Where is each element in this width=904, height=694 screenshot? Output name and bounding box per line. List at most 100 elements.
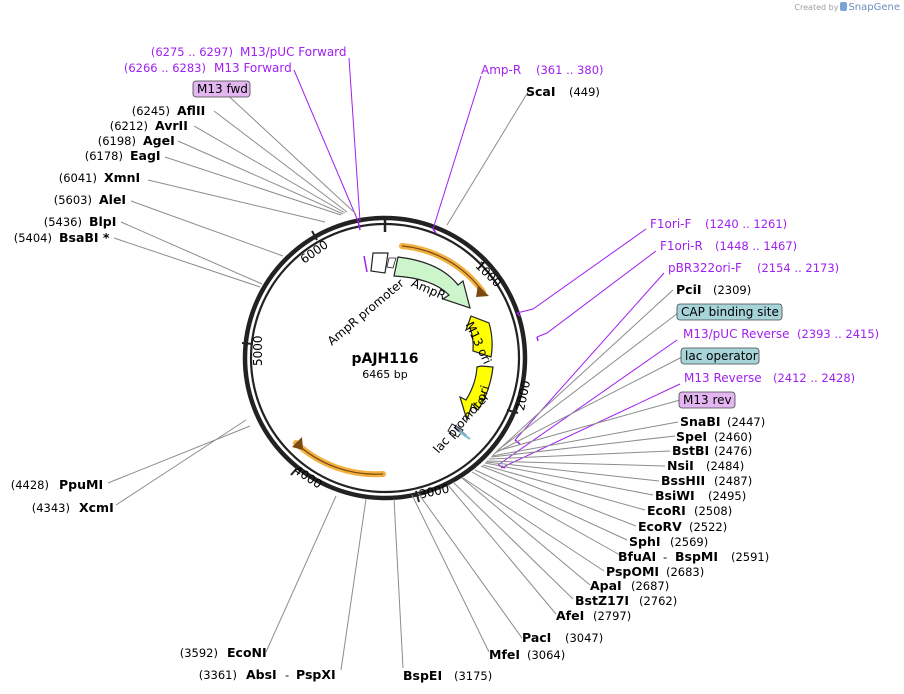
site-blpi[interactable]: (5436) BlpI [44, 214, 117, 229]
primer-name: M13/pUC Forward [240, 45, 347, 59]
site-bspei[interactable]: BspEI (3175) [403, 668, 492, 683]
site-name: SpeI [676, 429, 707, 444]
primer-name: Amp-R [481, 63, 521, 77]
site-name: PpuMI [59, 477, 103, 492]
primer-amp-r[interactable]: Amp-R (361 .. 380) [481, 63, 604, 77]
lac-promoter-feature[interactable] [447, 423, 464, 438]
site-name: PciI [676, 282, 702, 297]
box-lac-operator[interactable]: lac operator [680, 347, 760, 365]
primer-f1ori-f[interactable]: F1ori-F (1240 .. 1261) [650, 217, 787, 231]
site-avrii[interactable]: (6212) AvrII [110, 118, 188, 133]
site-ppumi[interactable]: (4428) PpuMI [11, 477, 103, 492]
plasmid-length: 6465 bp [362, 368, 407, 381]
box-m13-rev[interactable]: M13 rev [678, 391, 736, 409]
site-name: MfeI [489, 647, 520, 662]
site-scai[interactable]: ScaI (449) [526, 84, 600, 99]
site-pos: (3047) [565, 631, 603, 645]
site-pos: (3064) [527, 648, 565, 662]
site-name: AfeI [556, 608, 584, 623]
site-pos: (6212) [110, 119, 148, 133]
primer-m13-forward[interactable]: (6266 .. 6283) M13 Forward [124, 61, 292, 75]
credit-prefix: Created by [794, 3, 839, 12]
site-name-2: BspMI [675, 549, 718, 564]
box-cap-binding-site[interactable]: CAP binding site [676, 303, 783, 321]
site-agei[interactable]: (6198) AgeI [98, 133, 175, 148]
ruler-tick-1000 [478, 258, 488, 269]
site-name: BstBI [672, 443, 709, 458]
site-aflii[interactable]: (6245) AflII [132, 103, 206, 118]
site-bsiwi[interactable]: BsiWI (2495) [655, 488, 746, 503]
site-xmni[interactable]: (6041) XmnI [59, 170, 140, 185]
site-pos: (2476) [714, 444, 752, 458]
site-apai[interactable]: ApaI (2687) [590, 578, 669, 593]
box-lac-bg [680, 347, 760, 365]
ampr-outline-arc-core [401, 245, 484, 293]
ampr-promoter-arrow [386, 257, 397, 269]
site-name: AgeI [143, 133, 175, 148]
site-pcii[interactable]: PciI (2309) [676, 282, 751, 297]
site-name: EcoRV [638, 519, 682, 534]
credit-brand: SnapGene [848, 2, 900, 13]
site-xcmi[interactable]: (4343) XcmI [32, 500, 114, 515]
site-pos: (3592) [180, 646, 218, 660]
ruler-label-5000: 5000 [251, 335, 265, 366]
box-cap-label: CAP binding site [681, 305, 779, 319]
site-econi[interactable]: (3592) EcoNI [180, 645, 267, 660]
site-name: PspOMI [606, 564, 659, 579]
site-alei[interactable]: (5603) AleI [54, 192, 126, 207]
snapgene-credit: Created by SnapGene [794, 2, 900, 13]
primer-m13-puc-reverse[interactable]: M13/pUC Reverse (2393 .. 2415) [683, 327, 879, 341]
ruler-label-2000: 2000 [513, 379, 533, 412]
lower-outline-arrowhead [292, 437, 303, 450]
site-nsii[interactable]: NsiI (2484) [667, 458, 744, 473]
site-pos: (2569) [670, 535, 708, 549]
primer-pbr322ori-f[interactable]: pBR322ori-F (2154 .. 2173) [668, 261, 839, 275]
m13-ori-feature[interactable] [464, 315, 493, 358]
site-separator: - [285, 668, 289, 682]
primer-name: F1ori-R [660, 239, 703, 253]
site-pos: (4428) [11, 478, 49, 492]
ori-label: ori [474, 384, 492, 403]
site-ecorv[interactable]: EcoRV (2522) [638, 519, 727, 534]
site-bstz17i[interactable]: BstZ17I (2762) [575, 593, 677, 608]
site-name: XmnI [104, 170, 140, 185]
ori-feature[interactable] [459, 365, 494, 423]
site-eagi[interactable]: (6178) EagI [85, 148, 161, 163]
lac-operator-feature[interactable] [459, 431, 471, 440]
site-snabi[interactable]: SnaBI (2447) [680, 414, 765, 429]
site-name: XcmI [79, 500, 114, 515]
box-m13-fwd-bg [192, 80, 251, 98]
primer-range: (2412 .. 2428) [773, 371, 855, 385]
site-afei[interactable]: AfeI (2797) [556, 608, 631, 623]
site-absi-pspxi[interactable]: (3361) AbsI - PspXI [199, 667, 336, 682]
site-bsshii[interactable]: BssHII (2487) [661, 473, 752, 488]
site-paci[interactable]: PacI (3047) [522, 630, 603, 645]
site-bstbi[interactable]: BstBI (2476) [672, 443, 752, 458]
site-bsabi[interactable]: (5404) BsaBI * [14, 230, 110, 245]
site-pos: (2484) [706, 459, 744, 473]
ampr-feature[interactable] [393, 256, 471, 309]
box-m13-fwd[interactable]: M13 fwd [192, 80, 251, 98]
site-mfei[interactable]: MfeI (3064) [489, 647, 565, 662]
primer-f1ori-r[interactable]: F1ori-R (1448 .. 1467) [660, 239, 797, 253]
site-pos: (2683) [666, 565, 704, 579]
site-bfuai-bspmi[interactable]: BfuAI - BspMI (2591) [618, 549, 769, 564]
ampr-promoter-feature[interactable] [370, 252, 389, 274]
ruler-tick-3000 [415, 490, 420, 503]
site-sphi[interactable]: SphI (2569) [629, 534, 708, 549]
box-m13-rev-label: M13 rev [683, 393, 732, 407]
site-name: AleI [99, 192, 126, 207]
site-spei[interactable]: SpeI (2460) [676, 429, 752, 444]
primer-m13-puc-forward[interactable]: (6275 .. 6297) M13/pUC Forward [151, 45, 347, 59]
site-pspomi[interactable]: PspOMI (2683) [606, 564, 704, 579]
snapgene-logo-icon [840, 2, 848, 11]
primer-m13-reverse[interactable]: M13 Reverse (2412 .. 2428) [684, 371, 855, 385]
site-pos: (2591) [731, 550, 769, 564]
site-ecori[interactable]: EcoRI (2508) [647, 503, 732, 518]
box-m13-fwd-label: M13 fwd [197, 82, 248, 96]
site-pos: (5603) [54, 193, 92, 207]
site-name: SnaBI [680, 414, 721, 429]
site-name: BlpI [89, 214, 116, 229]
site-name: PacI [522, 630, 551, 645]
plasmid-name: pAJH116 [351, 351, 418, 367]
